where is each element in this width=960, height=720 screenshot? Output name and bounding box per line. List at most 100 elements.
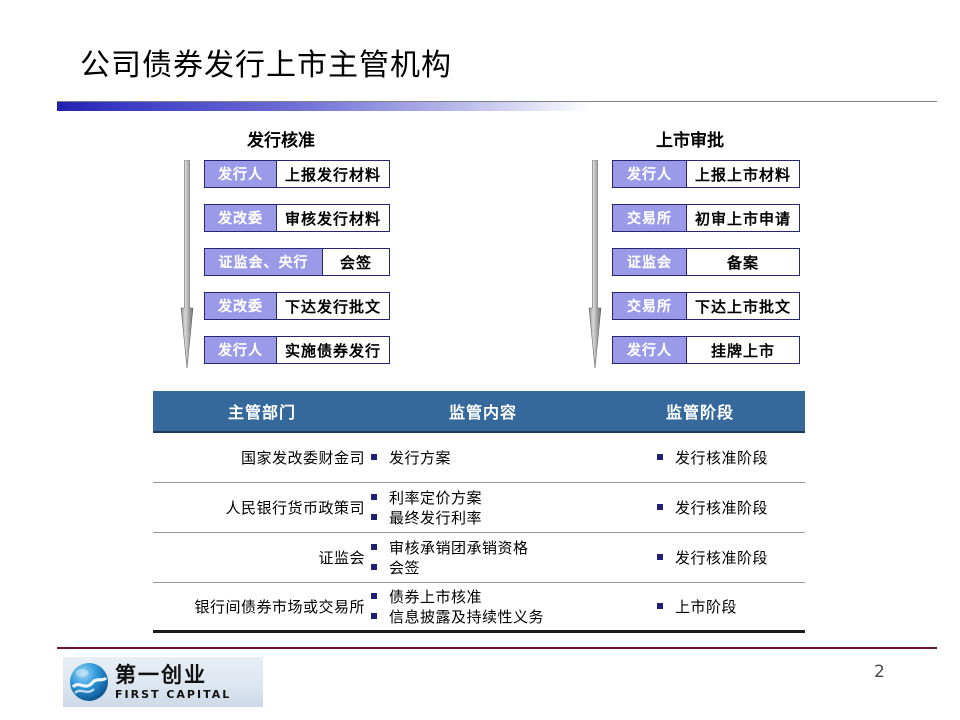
bullet-square-icon <box>371 612 377 619</box>
bullet-text: 会签 <box>389 558 421 577</box>
column-header-stage: 监管阶段 <box>665 403 734 422</box>
bullet-square-icon <box>371 513 377 520</box>
bullet-item: 审核承销团承销资格 <box>371 538 627 558</box>
flowchart-listing-approval: 上市审批 发行人上报上市材料交易所初审上市申请证监会备案交易所下达上市批文发行人… <box>580 126 800 381</box>
bullet-text: 债券上市核准 <box>389 587 483 606</box>
flow-step-action: 上报发行材料 <box>284 165 381 184</box>
flow-step-actor: 证监会 <box>613 249 687 275</box>
title-accent-bar <box>57 102 592 111</box>
cell-supervision-stage: 发行核准阶段 <box>627 498 805 518</box>
logo-wordmark: 第一创业 FIRST CAPITAL <box>115 664 231 700</box>
bullet-square-icon <box>371 493 377 500</box>
cell-supervision-scope: 审核承销团承销资格会签 <box>371 538 627 578</box>
column-header-department: 主管部门 <box>227 403 296 422</box>
cell-supervision-stage: 上市阶段 <box>627 597 805 617</box>
flow-step[interactable]: 证监会 备案 <box>612 248 800 276</box>
flow-step-actor: 交易所 <box>613 293 687 319</box>
bullet-square-icon <box>371 592 377 599</box>
flow-step[interactable]: 交易所初审上市申请 <box>612 204 800 232</box>
flow-step-action: 实施债券发行 <box>284 341 381 360</box>
cell-supervision-scope: 利率定价方案最终发行利率 <box>371 488 627 528</box>
bullet-item: 上市阶段 <box>657 597 805 617</box>
bullet-square-icon <box>657 602 663 609</box>
bullet-text: 发行核准阶段 <box>675 448 769 467</box>
cell-supervision-stage: 发行核准阶段 <box>627 448 805 468</box>
regulator-table: 主管部门 监管内容 监管阶段 国家发改委财金司发行方案发行核准阶段人民银行货币政… <box>153 391 805 633</box>
flow-step-action: 审核发行材料 <box>284 209 381 228</box>
title-divider <box>57 101 937 102</box>
flow-step-actor: 发改委 <box>205 205 277 231</box>
bullet-item: 发行方案 <box>371 448 627 468</box>
bullet-square-icon <box>371 453 377 460</box>
bullet-text: 信息披露及持续性义务 <box>389 607 545 626</box>
flow-step-action: 备案 <box>726 253 759 272</box>
bullet-text: 审核承销团承销资格 <box>389 538 529 557</box>
bullet-text: 发行核准阶段 <box>675 498 769 517</box>
table-row: 证监会审核承销团承销资格会签发行核准阶段 <box>153 533 805 583</box>
flow-step[interactable]: 证监会、央行会签 <box>204 248 390 276</box>
page-number: 2 <box>874 662 885 682</box>
cell-department: 国家发改委财金司 <box>240 449 365 467</box>
table-body: 国家发改委财金司发行方案发行核准阶段人民银行货币政策司利率定价方案最终发行利率发… <box>153 433 805 633</box>
flow-step[interactable]: 发行人上报发行材料 <box>204 160 390 188</box>
bullet-text: 利率定价方案 <box>389 488 483 507</box>
flow-step-action: 上报上市材料 <box>694 165 791 184</box>
flow-step-actor: 发改委 <box>205 293 277 319</box>
flow-step-action: 下达发行批文 <box>284 297 381 316</box>
flow-step-actor: 发行人 <box>613 337 687 363</box>
bullet-item: 会签 <box>371 558 627 578</box>
cell-department: 证监会 <box>318 549 365 567</box>
bullet-item: 发行核准阶段 <box>657 448 805 468</box>
flow-step-action: 下达上市批文 <box>694 297 791 316</box>
bullet-square-icon <box>371 563 377 570</box>
bullet-square-icon <box>657 453 663 460</box>
flow-step[interactable]: 发行人 挂牌上市 <box>612 336 800 364</box>
cell-department: 人民银行货币政策司 <box>225 499 365 517</box>
flowchart-issuance-approval: 发行核准 发行人上报发行材料发改委审核发行材料证监会、央行会签发改委下达发行批文… <box>172 126 390 381</box>
table-row: 银行间债券市场或交易所债券上市核准信息披露及持续性义务上市阶段 <box>153 583 805 633</box>
table-row: 国家发改委财金司 发行方案 发行核准阶段 <box>153 433 805 483</box>
globe-icon <box>70 663 108 701</box>
flowchart-steps: 发行人上报上市材料交易所初审上市申请证监会备案交易所下达上市批文发行人挂牌上市 <box>612 160 800 364</box>
flow-step[interactable]: 发行人上报上市材料 <box>612 160 800 188</box>
flow-step-action: 会签 <box>339 253 372 272</box>
flowchart-steps: 发行人上报发行材料发改委审核发行材料证监会、央行会签发改委下达发行批文发行人实施… <box>204 160 390 364</box>
bullet-square-icon <box>657 503 663 510</box>
column-header-scope: 监管内容 <box>448 403 517 422</box>
flow-step[interactable]: 发改委审核发行材料 <box>204 204 390 232</box>
flow-step-actor: 发行人 <box>613 161 687 187</box>
company-logo: 第一创业 FIRST CAPITAL <box>63 657 263 707</box>
cell-supervision-scope: 发行方案 <box>371 448 627 468</box>
bullet-text: 上市阶段 <box>675 597 738 616</box>
flow-step-action: 挂牌上市 <box>710 341 775 360</box>
bullet-square-icon <box>371 543 377 550</box>
table-row: 人民银行货币政策司利率定价方案最终发行利率发行核准阶段 <box>153 483 805 533</box>
cell-supervision-stage: 发行核准阶段 <box>627 548 805 568</box>
bullet-text: 发行核准阶段 <box>675 548 769 567</box>
page-title: 公司债券发行上市主管机构 <box>80 48 452 83</box>
flow-step[interactable]: 发改委下达发行批文 <box>204 292 390 320</box>
bullet-item: 利率定价方案 <box>371 488 627 508</box>
flow-step-actor: 发行人 <box>205 337 277 363</box>
bullet-item: 信息披露及持续性义务 <box>371 607 627 627</box>
flowchart-heading: 上市审批 <box>656 131 724 151</box>
flow-step[interactable]: 发行人实施债券发行 <box>204 336 390 364</box>
bullet-text: 最终发行利率 <box>389 508 483 527</box>
footer-divider <box>57 647 937 649</box>
flow-step-actor: 发行人 <box>205 161 277 187</box>
flow-step-action: 初审上市申请 <box>694 209 791 228</box>
flow-step-actor: 证监会、央行 <box>205 249 323 275</box>
flow-step[interactable]: 交易所下达上市批文 <box>612 292 800 320</box>
bullet-item: 最终发行利率 <box>371 508 627 528</box>
flow-step-actor: 交易所 <box>613 205 687 231</box>
cell-supervision-scope: 债券上市核准信息披露及持续性义务 <box>371 587 627 627</box>
logo-name-cn: 第一创业 <box>115 662 207 687</box>
bullet-item: 发行核准阶段 <box>657 498 805 518</box>
bullet-square-icon <box>657 553 663 560</box>
down-arrow-icon <box>180 160 194 368</box>
bullet-text: 发行方案 <box>389 448 452 467</box>
cell-department: 银行间债券市场或交易所 <box>194 598 365 616</box>
logo-name-en: FIRST CAPITAL <box>115 688 232 701</box>
down-arrow-icon <box>588 160 602 368</box>
table-header-row: 主管部门 监管内容 监管阶段 <box>153 391 805 433</box>
